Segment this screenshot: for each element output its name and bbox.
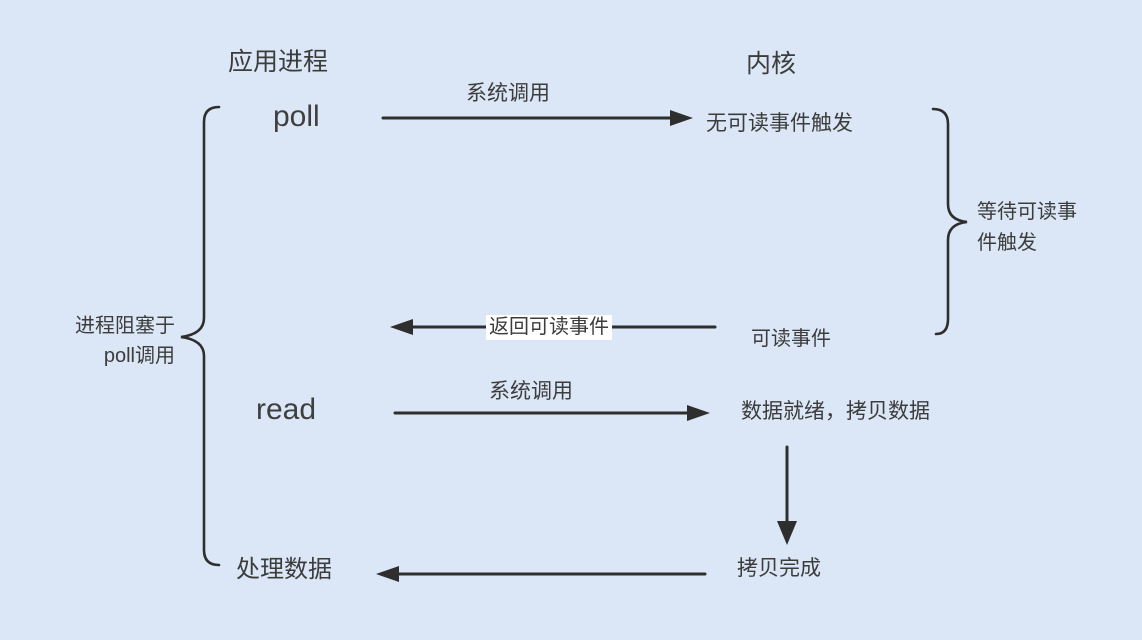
kernel-header: 内核 xyxy=(746,50,797,78)
app-process-header: 应用进程 xyxy=(228,48,329,76)
node-copy-done: 拷贝完成 xyxy=(737,557,821,580)
right-brace-note-line2: 件触发 xyxy=(977,232,1037,254)
node-readable-event: 可读事件 xyxy=(751,328,831,350)
read-syscall-arrow-head xyxy=(687,405,710,421)
left-brace-note-line1: 进程阻塞于 xyxy=(75,315,175,337)
poll-syscall-arrow-head xyxy=(670,110,693,126)
node-read: read xyxy=(256,393,317,426)
node-no-readable-event: 无可读事件触发 xyxy=(706,112,853,135)
left-brace-note: 进程阻塞于 poll调用 xyxy=(40,311,175,371)
copy-complete-arrow-head xyxy=(376,566,399,582)
left-brace-note-line2: poll调用 xyxy=(103,345,175,367)
copy-data-arrow-head xyxy=(777,521,797,545)
node-poll: poll xyxy=(273,100,320,133)
left-brace xyxy=(180,105,221,567)
node-process-data: 处理数据 xyxy=(236,556,332,583)
return-readable-arrow-head xyxy=(390,319,413,335)
read-syscall-label: 系统调用 xyxy=(489,380,573,403)
right-brace xyxy=(931,107,968,336)
right-brace-note-line1: 等待可读事 xyxy=(977,201,1077,223)
return-readable-label: 返回可读事件 xyxy=(486,315,612,340)
right-brace-note: 等待可读事 件触发 xyxy=(977,197,1097,259)
node-data-ready: 数据就绪，拷贝数据 xyxy=(741,400,930,423)
poll-syscall-label: 系统调用 xyxy=(466,82,550,105)
